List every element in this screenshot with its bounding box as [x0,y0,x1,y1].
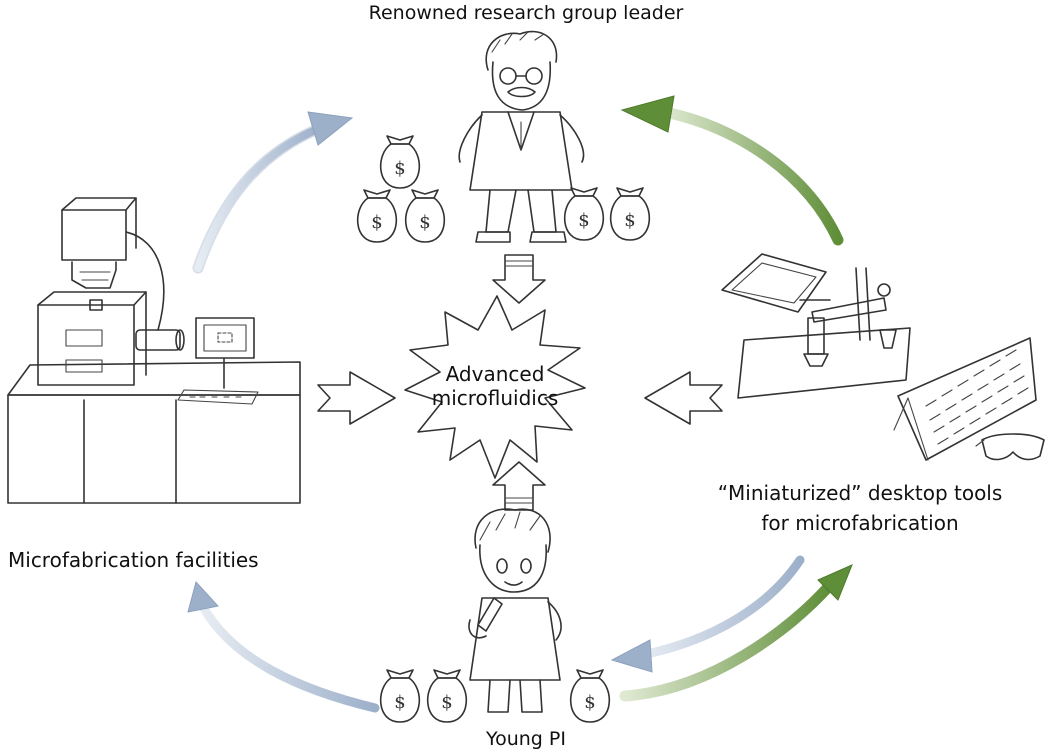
money-bags-top-right [563,187,651,241]
arrow-bottom-to-right [619,564,853,702]
money-bag-icon [356,189,398,243]
money-bag-icon [404,189,446,243]
money-bag-icon [563,187,605,241]
money-bag-icon [569,669,611,723]
top-node-label: Renowned research group leader [368,2,684,24]
money-bag-icon [379,669,421,723]
left-node-label: Microfabrication facilities [8,548,259,572]
arrow-right-to-top [620,95,844,246]
arrow-right-to-bottom [610,555,805,673]
desktop-microscope-icon [721,253,1045,461]
right-node-label-line2: for microfabrication [761,511,959,535]
block-arrow-right [317,371,396,425]
right-node-label-line1: “Miniaturized” desktop tools [717,481,1003,505]
right-node-label: “Miniaturized” desktop tools for microfa… [700,478,1020,538]
center-node-label: Advanced microfluidics [420,362,570,410]
block-arrow-up [492,461,546,511]
arrow-bottom-to-left [187,580,380,713]
money-bags-top-left [356,135,446,243]
center-starburst [404,295,586,479]
money-bag-icon [379,135,421,189]
center-label-line2: microfluidics [431,386,559,410]
money-bag-icon [426,669,468,723]
money-bags-bottom [379,669,611,723]
professor-figure-icon [458,30,585,243]
bottom-node-label: Young PI [486,728,566,750]
block-arrow-left [644,371,723,425]
microfabrication-machine-icon [7,197,301,504]
young-pi-figure-icon [468,508,562,713]
center-label-line1: Advanced [445,362,545,386]
arrow-left-to-top [192,111,354,274]
block-arrow-down [492,254,546,304]
money-bag-icon [609,187,651,241]
